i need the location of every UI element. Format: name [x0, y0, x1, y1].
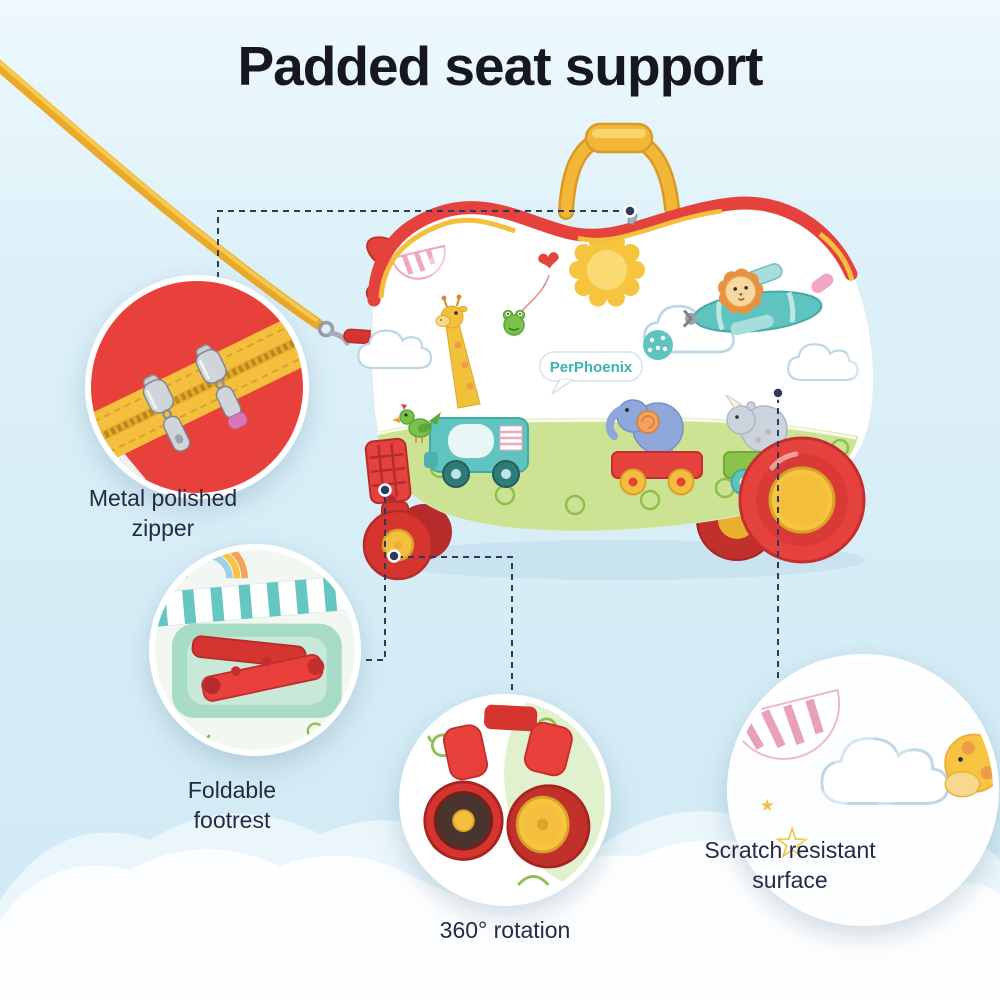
awning-decal — [390, 244, 446, 280]
zipper-slider-icon — [195, 344, 248, 430]
zipper-slider-icon — [142, 374, 191, 452]
strap-clasp-icon — [317, 320, 377, 346]
connector-rotation — [397, 556, 513, 692]
front-right-wheel — [738, 436, 866, 564]
label-line: 360° rotation — [439, 917, 571, 943]
connector-zipper — [217, 210, 630, 282]
callout-zipper-label: Metal polished zipper — [53, 484, 273, 544]
callout-zipper-photo — [85, 275, 309, 499]
lion-plane-decal — [682, 263, 834, 336]
label-line: Metal polished — [88, 485, 238, 511]
caster-wheel-icon — [506, 721, 591, 869]
zipper-band — [91, 296, 303, 480]
zipper-trim — [367, 196, 858, 307]
caster-wheel-icon — [423, 724, 504, 861]
star-icon: ★ — [775, 822, 809, 865]
speech-bubble: PerPhoenix — [539, 351, 643, 395]
shoulder-strap — [0, 59, 324, 330]
page-title: Padded seat support — [237, 35, 764, 97]
connector-dots — [378, 204, 785, 563]
bird-decal — [392, 404, 441, 443]
dotted-ball-decal — [643, 330, 673, 360]
shell-shine — [426, 231, 867, 385]
sun-icon — [569, 233, 645, 307]
callout-connectors — [217, 210, 779, 692]
suitcase-handle — [558, 122, 680, 220]
label-line: zipper — [131, 514, 195, 541]
callout-rotation-photo — [399, 694, 611, 906]
callout-rotation-label: 360° rotation — [380, 916, 630, 946]
callout-surface-label: Scratch resistant surface — [650, 836, 930, 896]
giraffe-closeup — [944, 733, 993, 798]
star-icon: ★ — [760, 795, 775, 815]
elephant-decal — [605, 399, 703, 496]
footrest-closeup — [191, 635, 325, 702]
gloss-shine — [771, 660, 942, 920]
heart-icon: ❤ — [535, 245, 563, 279]
label-line: footrest — [193, 806, 271, 833]
label-line: surface — [752, 866, 828, 893]
brand-text: PerPhoenix — [550, 359, 633, 376]
front-left-wheel — [362, 501, 434, 581]
truck-decal — [424, 417, 529, 488]
footrest — [364, 437, 412, 505]
label-line: Foldable — [187, 777, 277, 803]
callout-footrest-label: Foldable footrest — [122, 776, 342, 836]
connector-footrest — [363, 497, 386, 661]
suitcase: ❤ — [357, 122, 875, 581]
frog-decal — [502, 309, 526, 336]
giraffe-decal — [435, 294, 481, 409]
label-line: Scratch resistant — [704, 837, 876, 863]
callout-footrest-photo — [149, 544, 361, 756]
